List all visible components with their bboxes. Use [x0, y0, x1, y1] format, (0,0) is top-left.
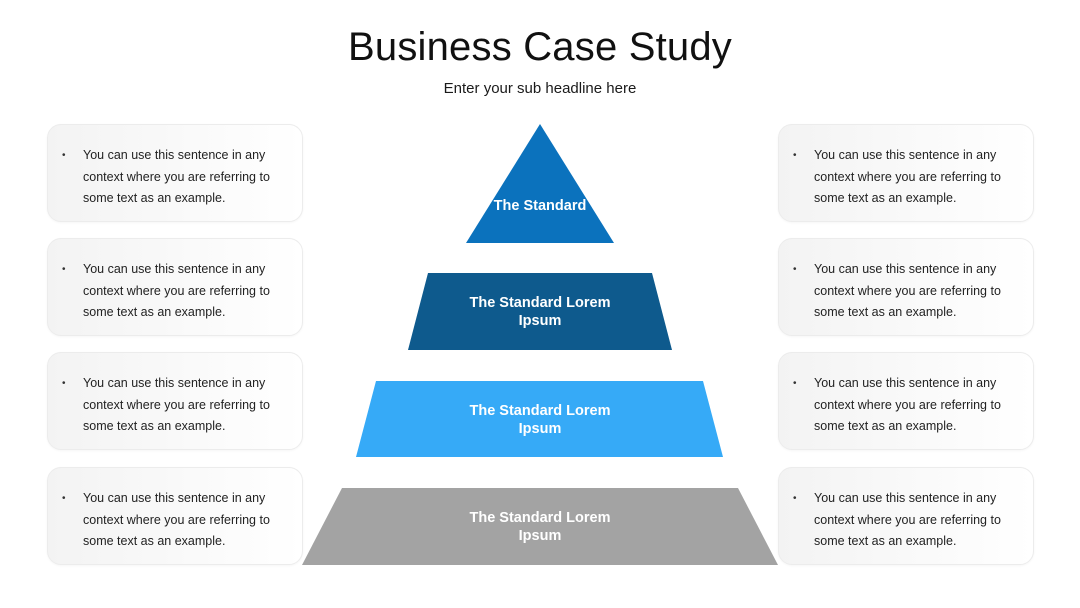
right-card-2: You can use this sentence in any context…: [778, 238, 1034, 336]
pyramid-tier-2-label: The Standard Lorem Ipsum: [469, 295, 611, 329]
left-card-3-text: You can use this sentence in any context…: [62, 373, 286, 438]
pyramid-tier-4-label: The Standard Lorem Ipsum: [469, 510, 611, 544]
page-subtitle: Enter your sub headline here: [443, 80, 637, 97]
pyramid-tier-1-label: The Standard: [493, 198, 587, 214]
right-card-3: You can use this sentence in any context…: [778, 352, 1034, 450]
right-card-2-text: You can use this sentence in any context…: [793, 259, 1017, 324]
right-card-1: You can use this sentence in any context…: [778, 124, 1034, 222]
pyramid-tier-3-label: The Standard Lorem Ipsum: [469, 403, 611, 437]
left-card-2: You can use this sentence in any context…: [47, 238, 303, 336]
left-card-1: You can use this sentence in any context…: [47, 124, 303, 222]
left-card-4-text: You can use this sentence in any context…: [62, 488, 286, 553]
left-card-1-text: You can use this sentence in any context…: [62, 145, 286, 210]
left-card-2-text: You can use this sentence in any context…: [62, 259, 286, 324]
pyramid-tier-2-shape: [408, 273, 672, 350]
right-card-1-text: You can use this sentence in any context…: [793, 145, 1017, 210]
right-card-3-text: You can use this sentence in any context…: [793, 373, 1017, 438]
right-card-4-text: You can use this sentence in any context…: [793, 488, 1017, 553]
left-card-4: You can use this sentence in any context…: [47, 467, 303, 565]
left-card-3: You can use this sentence in any context…: [47, 352, 303, 450]
pyramid-tier-1-shape: [466, 124, 614, 243]
page-title: Business Case Study: [348, 25, 732, 69]
pyramid-tier-4-shape: [302, 488, 778, 565]
right-card-4: You can use this sentence in any context…: [778, 467, 1034, 565]
pyramid-tier-3-shape: [356, 381, 723, 457]
